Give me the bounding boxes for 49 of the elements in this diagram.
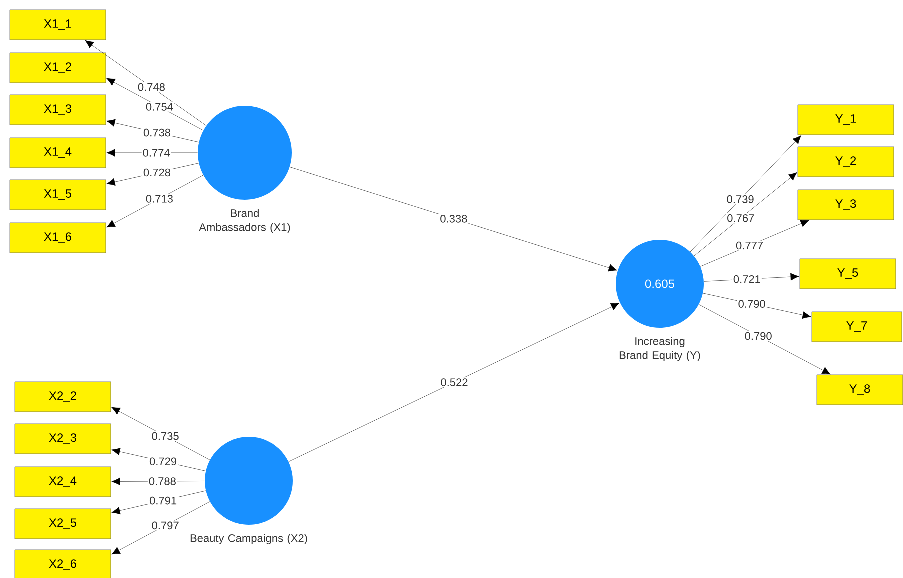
edge-label: 0.790 (738, 300, 766, 308)
edge-label: 0.754 (146, 103, 174, 111)
edge-label: 0.721 (734, 275, 760, 284)
indicator-box: X1_3 (10, 94, 106, 126)
arrow (85, 40, 207, 126)
indicator-box: Y_8 (816, 374, 903, 406)
edge-label: 0.338 (440, 215, 468, 223)
edge-label: 0.797 (152, 522, 179, 530)
arrow (112, 407, 210, 460)
arrow (694, 172, 798, 256)
edge-label: 0.713 (146, 195, 173, 203)
indicator-box: X2_6 (14, 550, 112, 578)
indicator-box: Y_3 (798, 190, 894, 220)
indicator-box: X2_4 (14, 466, 112, 498)
indicator-box: X1_1 (10, 10, 106, 40)
indicator-box: X1_2 (10, 52, 106, 84)
arrow (106, 175, 204, 228)
edge-label: 0.748 (138, 83, 165, 92)
arrow (690, 136, 802, 252)
indicator-box: X1_6 (10, 222, 106, 254)
indicator-box: X2_5 (14, 508, 112, 540)
indicator-box: Y_1 (798, 104, 894, 136)
arrow (106, 78, 204, 131)
indicator-box: Y_7 (812, 312, 902, 342)
indicator-box: X2_3 (14, 424, 112, 454)
indicator-box: X1_5 (10, 180, 106, 210)
edge-label: 0.767 (728, 214, 754, 222)
edge-label: 0.788 (149, 478, 176, 486)
indicator-box: X2_2 (14, 382, 112, 412)
edge-label: 0.729 (150, 458, 177, 466)
indicator-box: Y_5 (800, 258, 896, 290)
edge-label: 0.790 (745, 332, 772, 340)
arrow (288, 303, 620, 462)
indicator-box: X1_4 (10, 138, 106, 168)
indicator-box: Y_2 (798, 146, 894, 178)
edge-label: 0.738 (144, 128, 171, 137)
construct-label: Beauty Campaigns (X2) (190, 534, 308, 544)
edge-label: 0.739 (727, 196, 754, 204)
edge-label: 0.522 (441, 378, 468, 386)
construct-label: Increasing Brand Equity (Y) (620, 337, 700, 362)
construct-label: Brand Ambassadors (X1) (199, 209, 290, 234)
arrow (290, 167, 618, 272)
edge-label: 0.735 (152, 432, 179, 440)
edge-label: 0.791 (150, 496, 177, 505)
arrow (112, 502, 210, 555)
arrow (698, 304, 831, 375)
edge-label: 0.777 (736, 242, 763, 250)
edge-label: 0.728 (144, 168, 170, 177)
edge-label: 0.774 (143, 149, 170, 157)
